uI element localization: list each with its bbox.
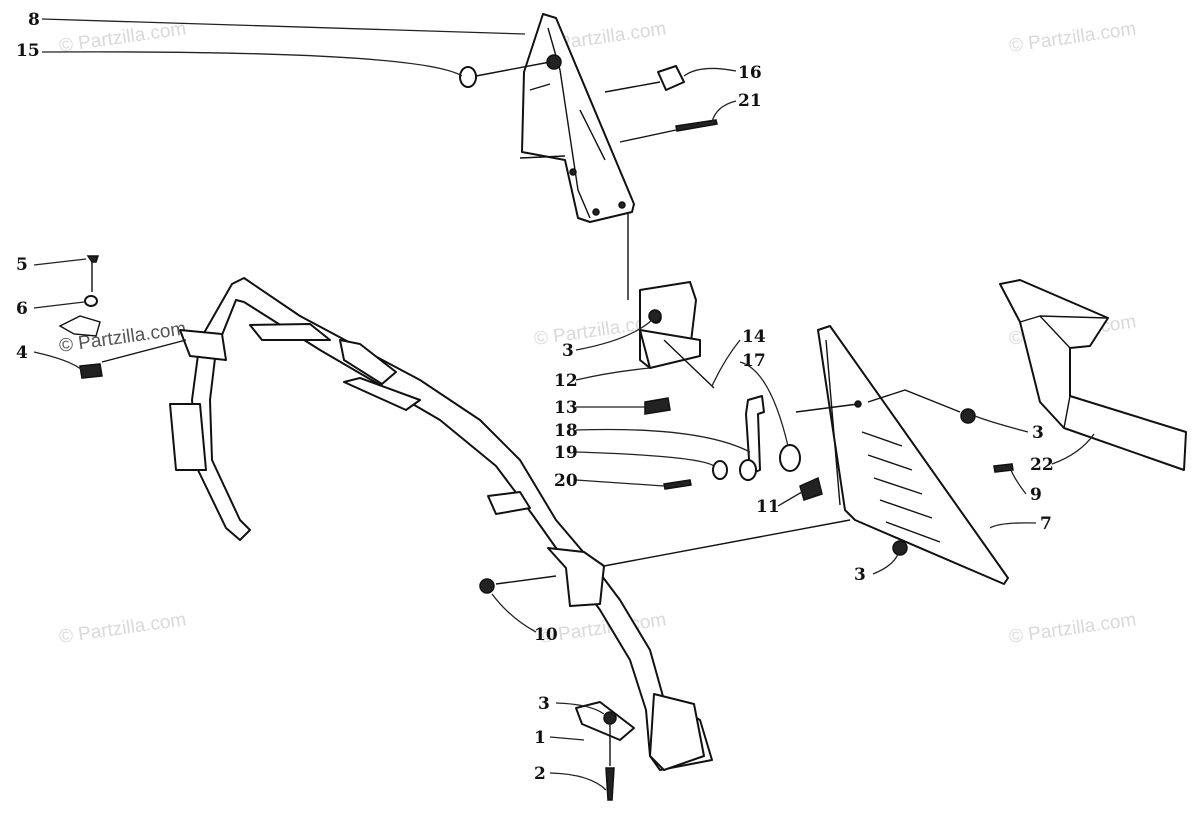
callout-10: 10: [534, 625, 558, 645]
watermark: © Partzilla.com: [58, 318, 188, 357]
callout-18: 18: [554, 421, 578, 441]
rivet: [619, 119, 718, 143]
callout-8: 8: [28, 10, 40, 30]
linkage-rod: [739, 395, 765, 481]
callout-15: 15: [16, 41, 40, 61]
callout-7: 7: [1040, 514, 1052, 534]
watermark: © Partzilla.com: [1008, 18, 1138, 57]
callout-19: 19: [554, 443, 578, 463]
callout-9: 9: [1030, 485, 1042, 505]
screw: [993, 463, 1014, 473]
left-hardware: [58, 255, 187, 379]
callout-20: 20: [554, 471, 578, 491]
nut: [960, 408, 976, 424]
assembly-line: [519, 155, 566, 159]
callout-3: 3: [854, 565, 866, 585]
watermark: © Partzilla.com: [58, 18, 188, 57]
callout-21: 21: [738, 91, 762, 111]
callout-14: 14: [742, 327, 766, 347]
callout-5: 5: [16, 255, 28, 275]
callout-labels: 8 15 16 21 5 6 4 3 12 13 18 19 20 14 17 …: [16, 10, 1054, 784]
bumper-frame: [169, 277, 713, 771]
rivet-knob: [459, 66, 477, 88]
bolt: [663, 479, 692, 490]
clip-11: [799, 476, 823, 501]
callout-4: 4: [16, 343, 28, 363]
callout-11: 11: [756, 497, 780, 517]
right-side-panel: [817, 325, 1009, 585]
grommet: [604, 65, 685, 93]
bushing: [779, 444, 801, 472]
upper-side-panel: [521, 13, 635, 223]
washer: [712, 460, 728, 480]
center-bracket: [639, 281, 715, 389]
callout-17: 17: [742, 351, 766, 371]
leader-lines: [33, 18, 1095, 791]
nut: [648, 309, 662, 323]
clip: [644, 397, 671, 415]
callout-1: 1: [534, 728, 546, 748]
callout-16: 16: [738, 63, 762, 83]
callout-12: 12: [554, 371, 578, 391]
watermark: © Partzilla.com: [1008, 609, 1138, 648]
callout-3: 3: [1032, 423, 1044, 443]
callout-3: 3: [562, 341, 574, 361]
callout-2: 2: [534, 764, 546, 784]
watermark: © Partzilla.com: [58, 609, 188, 648]
callout-6: 6: [16, 299, 28, 319]
nut: [892, 540, 908, 556]
callout-3: 3: [538, 694, 550, 714]
callout-22: 22: [1030, 455, 1054, 475]
foam-pad: [999, 279, 1187, 471]
callout-13: 13: [554, 398, 578, 418]
bottom-hardware: [479, 519, 851, 801]
